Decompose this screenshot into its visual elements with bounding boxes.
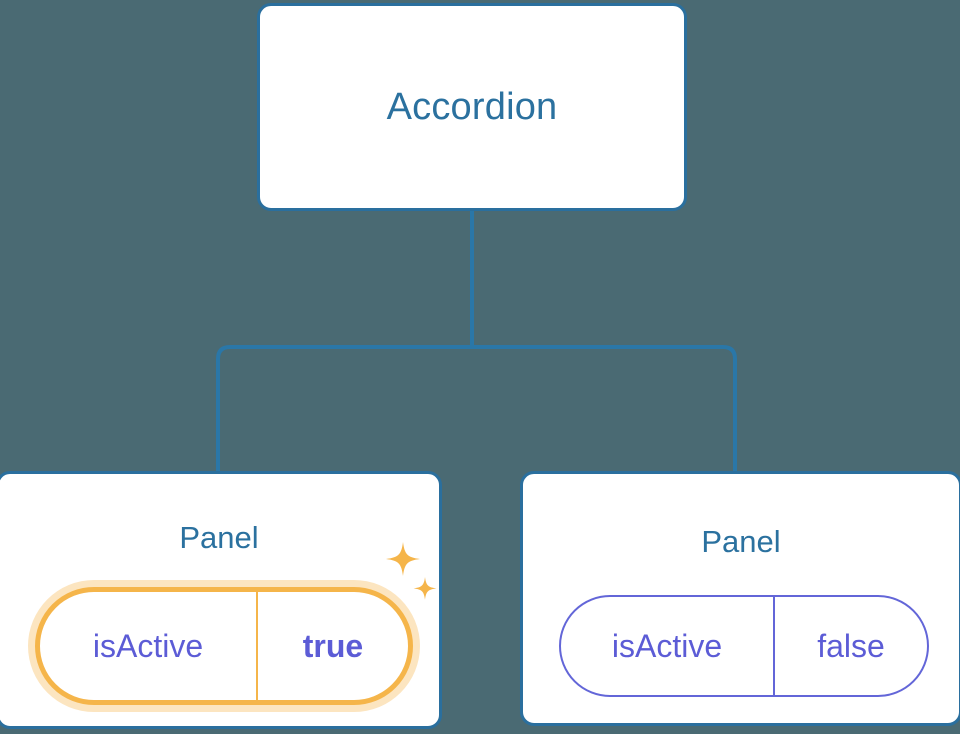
prop-pill-isactive-false[interactable]: isActive false [559,595,929,697]
node-panel-active[interactable]: Panel isActive true [0,471,442,729]
prop-value-label: true [302,628,364,664]
node-panel-active-title: Panel [179,520,259,555]
prop-key-label: isActive [40,592,258,700]
prop-value-label: false [817,628,885,664]
prop-pill-isactive-true[interactable]: isActive true [35,587,413,705]
prop-key-label: isActive [561,597,775,695]
node-panel-inactive-title: Panel [701,524,781,559]
node-accordion[interactable]: Accordion [257,3,687,211]
node-accordion-title: Accordion [386,86,558,128]
node-panel-inactive[interactable]: Panel isActive false [520,471,960,726]
connector-branch-bar [216,345,737,471]
